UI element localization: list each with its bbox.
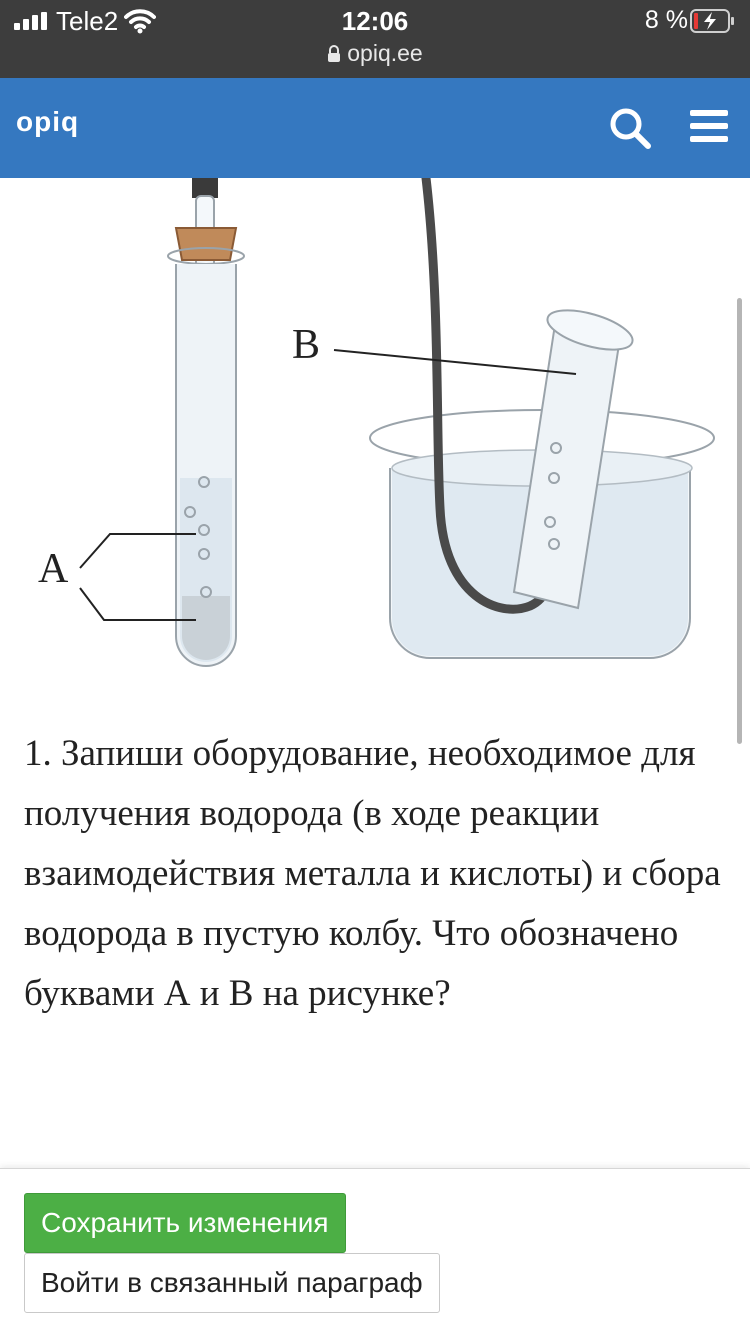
wifi-icon [124,9,156,34]
action-bar: Сохранить изменения Войти в связанный па… [0,1168,750,1334]
content-area: A B [0,178,750,1168]
carrier-name: Tele2 [56,6,119,36]
label-b: B [292,322,320,368]
scrollbar[interactable] [737,298,742,744]
battery-icon [690,9,734,33]
signal-icon [14,12,48,30]
search-icon[interactable] [608,106,652,150]
url-text: opiq.ee [347,40,423,66]
status-bar: Tele2 12:06 opiq.ee 8 % [0,0,750,78]
opiq-logo[interactable]: opiq [16,106,80,137]
label-a: A [38,546,69,592]
app-header: opiq [0,78,750,178]
test-tube-b [512,309,634,610]
lab-illustration: A B [38,178,715,667]
lock-icon [328,45,341,62]
question-text: 1. Запиши оборудование, необходимое для … [24,733,721,1014]
linked-paragraph-button[interactable]: Войти в связанный параграф [24,1253,440,1313]
menu-icon[interactable] [690,110,728,144]
test-tube-a [167,178,245,667]
save-changes-button[interactable]: Сохранить изменения [24,1193,346,1253]
clock: 12:06 [341,6,409,36]
address-bar[interactable]: opiq.ee [0,40,750,67]
battery-percent: 8 % [644,6,688,34]
